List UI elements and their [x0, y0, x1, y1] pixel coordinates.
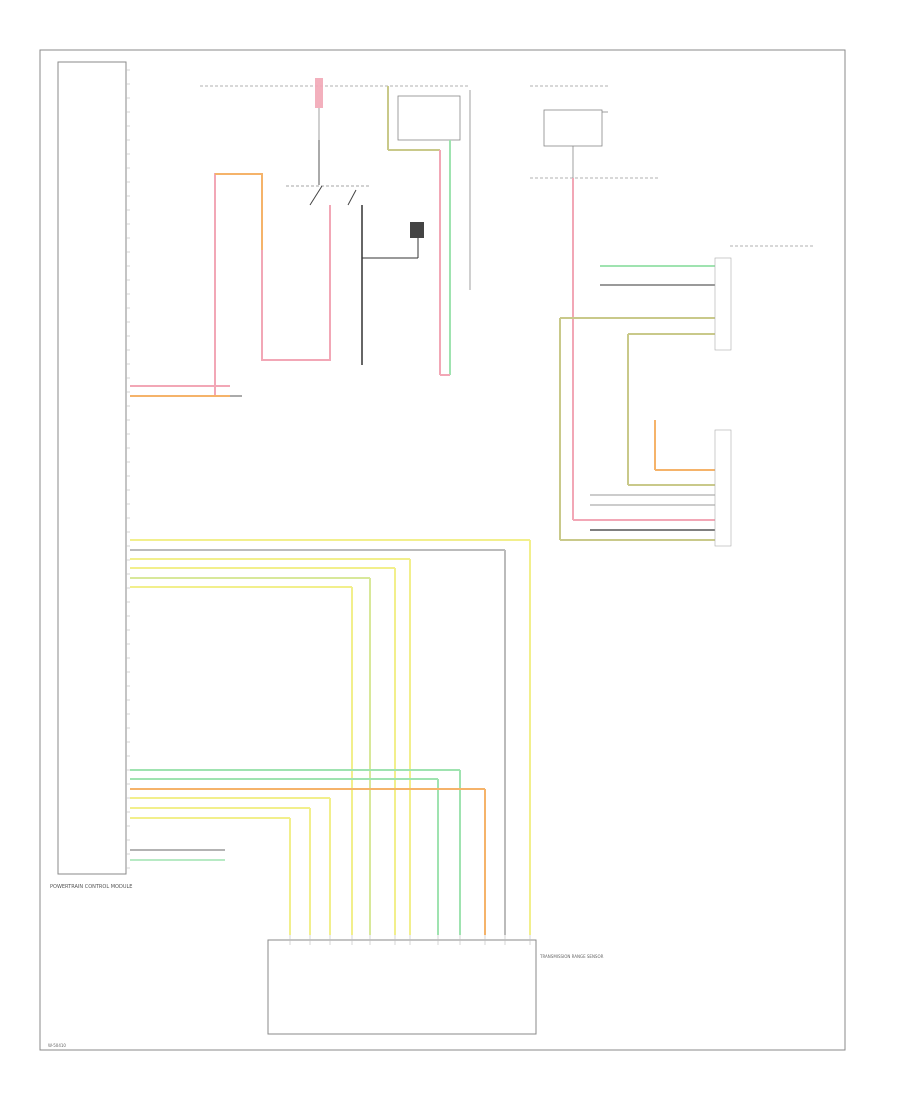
switch-contact-2 [347, 189, 357, 206]
range-sensor-connector [267, 939, 537, 1035]
shift-lever-connector [714, 429, 732, 547]
ptcm-label: POWERTRAIN CONTROL MODULE [50, 884, 132, 890]
range-sensor-pins [289, 935, 531, 945]
mid-wires [130, 539, 531, 935]
tcm-box [543, 109, 603, 147]
diagram-frame [39, 49, 846, 1051]
ptcm-pin-ticks [126, 69, 130, 869]
ptcm-connector [57, 61, 127, 875]
orange-wire-segment [215, 173, 263, 250]
range-sensor-label: TRANSMISSION RANGE SENSOR [539, 954, 604, 959]
shift-lock-solenoid [410, 222, 424, 238]
right-connector-upper [714, 257, 732, 351]
footer-id: W-50410 [48, 1043, 66, 1048]
switch-contact-1 [309, 185, 323, 206]
fuse-top [315, 78, 323, 108]
relay-box [397, 95, 461, 141]
pink-wire-loop [214, 173, 331, 395]
lower-wires [130, 769, 486, 935]
